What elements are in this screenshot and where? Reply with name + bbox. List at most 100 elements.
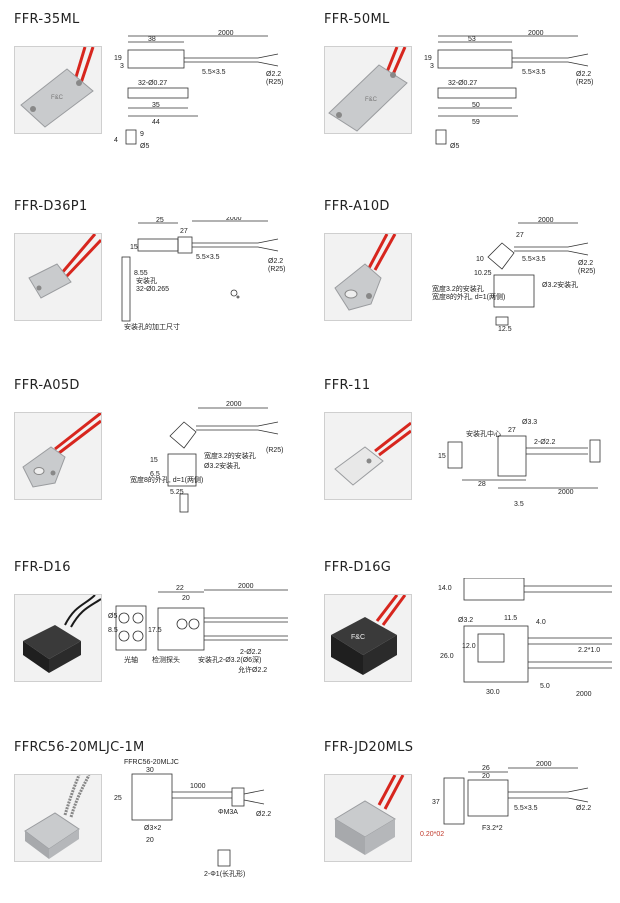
product-photo	[14, 594, 102, 682]
product-title: FFR-D16	[14, 560, 71, 575]
svg-text:4.0: 4.0	[536, 619, 546, 626]
svg-text:2000: 2000	[226, 401, 242, 408]
dimension-drawing: 38 2000 19 3 32-Ø0.27 35 44 5.5×3.5 Ø2.2…	[108, 30, 304, 150]
svg-text:Ø2.2: Ø2.2	[256, 811, 271, 818]
svg-text:允许Ø2.2: 允许Ø2.2	[238, 665, 267, 674]
svg-text:ΦM3A: ΦM3A	[218, 809, 238, 816]
dimension-drawing: 26 20 2000 37 Ø2.2 5.5×3.5 F3.2*2 0.20*0…	[418, 758, 614, 878]
product-ffr-a10d: FFR-A10D 2000 27 5.5×3.5 Ø2.2 (R25) 10	[310, 187, 620, 362]
svg-text:Ø2.2: Ø2.2	[578, 260, 593, 267]
svg-text:32-Ø0.27: 32-Ø0.27	[448, 80, 477, 87]
product-photo	[324, 774, 412, 862]
brand-mark: F&C	[351, 634, 365, 641]
svg-text:37: 37	[432, 799, 440, 806]
svg-text:38: 38	[148, 36, 156, 43]
product-title: FFR-JD20MLS	[324, 740, 414, 755]
svg-text:宽度3.2的安装孔: 宽度3.2的安装孔	[204, 451, 256, 460]
svg-text:30.0: 30.0	[486, 689, 500, 696]
svg-text:Ø3×2: Ø3×2	[144, 825, 161, 832]
svg-text:检测探头: 检测探头	[152, 655, 180, 664]
product-title: FFR-A05D	[14, 378, 80, 393]
svg-text:0.20*02: 0.20*02	[420, 831, 444, 838]
product-photo	[14, 412, 102, 500]
svg-text:Ø5: Ø5	[140, 143, 149, 150]
svg-text:2000: 2000	[238, 583, 254, 590]
svg-text:12.5: 12.5	[498, 326, 512, 333]
svg-text:8.55: 8.55	[134, 270, 148, 277]
svg-text:(R25): (R25)	[268, 266, 286, 273]
product-title: FFR-11	[324, 378, 371, 393]
product-title: FFR-D36P1	[14, 199, 88, 214]
brand-mark: F&C	[365, 97, 378, 103]
svg-text:15: 15	[130, 244, 138, 251]
svg-text:Ø2.2: Ø2.2	[576, 805, 591, 812]
product-title: FFR-D16G	[324, 560, 392, 575]
svg-text:(R25): (R25)	[266, 79, 284, 86]
svg-text:25: 25	[114, 795, 122, 802]
svg-text:27: 27	[516, 232, 524, 239]
svg-text:安装孔中心: 安装孔中心	[466, 429, 501, 438]
svg-text:(R25): (R25)	[266, 447, 284, 454]
svg-text:50: 50	[472, 102, 480, 109]
svg-text:27: 27	[508, 427, 516, 434]
dimension-drawing: FFRC56-20MLJC 30 1000 25 Ø3×2 20 Ø2.2 ΦM…	[108, 758, 304, 878]
svg-text:安装孔: 安装孔	[136, 276, 157, 285]
svg-text:20: 20	[182, 595, 190, 602]
svg-text:10: 10	[476, 256, 484, 263]
svg-text:Ø2.2: Ø2.2	[268, 258, 283, 265]
svg-text:2000: 2000	[528, 30, 544, 37]
product-photo	[14, 774, 102, 862]
product-title: FFR-50ML	[324, 12, 390, 27]
svg-text:FFRC56-20MLJC: FFRC56-20MLJC	[124, 759, 179, 766]
svg-text:20: 20	[146, 837, 154, 844]
dimension-drawing: 2000 27 5.5×3.5 Ø2.2 (R25) 10 10.25 12.5…	[418, 217, 614, 337]
svg-text:2000: 2000	[226, 217, 242, 222]
svg-text:59: 59	[472, 119, 480, 126]
svg-text:26: 26	[482, 765, 490, 772]
svg-text:F3.2*2: F3.2*2	[482, 825, 503, 832]
svg-text:3: 3	[430, 63, 434, 70]
svg-text:Ø5: Ø5	[108, 613, 117, 620]
product-photo: F&C	[324, 46, 412, 134]
svg-text:32-Ø0.27: 32-Ø0.27	[138, 80, 167, 87]
product-photo	[324, 412, 412, 500]
svg-text:10.25: 10.25	[474, 270, 492, 277]
svg-text:安装孔的加工尺寸: 安装孔的加工尺寸	[124, 322, 180, 331]
dimension-drawing: 2000 15 6.5 5.25 (R25) 宽度3.2的安装孔 宽度8的外孔,…	[108, 396, 304, 516]
svg-text:2000: 2000	[576, 691, 592, 698]
svg-text:2-Φ1(长孔形): 2-Φ1(长孔形)	[204, 869, 245, 878]
svg-text:宽度3.2的安装孔: 宽度3.2的安装孔	[432, 284, 484, 293]
svg-text:28: 28	[478, 481, 486, 488]
svg-text:宽度8的外孔, d=1(两侧): 宽度8的外孔, d=1(两侧)	[130, 475, 203, 484]
svg-text:44: 44	[152, 119, 160, 126]
svg-text:26.0: 26.0	[440, 653, 454, 660]
svg-text:宽度8的外孔, d=1(两侧): 宽度8的外孔, d=1(两侧)	[432, 292, 505, 301]
svg-text:2000: 2000	[218, 30, 234, 37]
product-photo: F&C	[324, 594, 412, 682]
svg-text:8.5: 8.5	[108, 627, 118, 634]
dimension-drawing: 22 20 2000 17.5 8.5 Ø5 2-Ø2.2 检测探头 光轴 安装…	[108, 578, 304, 698]
svg-text:22: 22	[176, 585, 184, 592]
svg-text:27: 27	[180, 228, 188, 235]
dimension-drawing: 25 2000 27 5.5×3.5 Ø2.2 (R25) 15 8.55 安装…	[108, 215, 304, 337]
svg-text:5.5×3.5: 5.5×3.5	[514, 805, 538, 812]
svg-text:(R25): (R25)	[576, 79, 594, 86]
svg-text:17.5: 17.5	[148, 627, 162, 634]
product-ffr-11: FFR-11 Ø3.3 27 15 28 2000 3.5 2-Ø2.2 安装孔…	[310, 366, 620, 541]
dimension-drawing: Ø3.3 27 15 28 2000 3.5 2-Ø2.2 安装孔中心	[418, 396, 614, 516]
product-ffr-d16g: FFR-D16G F&C 14.0 Ø3.2 11.5 4.0 12.0 2	[310, 548, 620, 723]
svg-text:5.5×3.5: 5.5×3.5	[196, 254, 220, 261]
svg-text:5.5×3.5: 5.5×3.5	[522, 69, 546, 76]
svg-text:Ø3.3: Ø3.3	[522, 419, 537, 426]
svg-text:2000: 2000	[538, 217, 554, 224]
product-ffr-a05d: FFR-A05D 2000 15 6.5 5.25 (R25) 宽度3.2的安装…	[0, 366, 310, 541]
svg-text:5.5×3.5: 5.5×3.5	[202, 69, 226, 76]
product-title: FFR-A10D	[324, 199, 390, 214]
svg-text:32-Ø0.265: 32-Ø0.265	[136, 286, 169, 293]
product-ffr-jd20mls: FFR-JD20MLS 26 20 2000 37 Ø2.2 5.5×3.5 F…	[310, 728, 620, 903]
product-photo	[324, 233, 412, 321]
svg-text:53: 53	[468, 36, 476, 43]
svg-text:25: 25	[156, 217, 164, 224]
svg-text:9: 9	[140, 131, 144, 138]
svg-text:5.5×3.5: 5.5×3.5	[522, 256, 546, 263]
